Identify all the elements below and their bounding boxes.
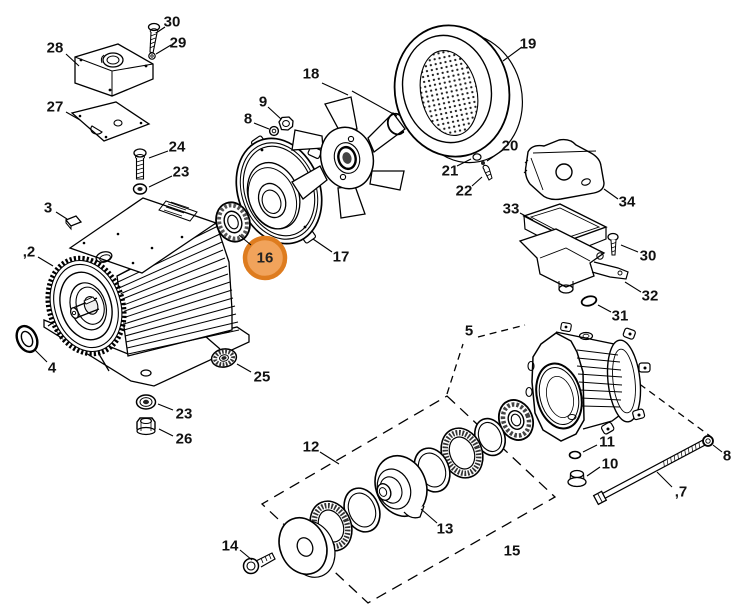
ball-bearing-row: [497, 399, 535, 441]
part-label-19: 19: [519, 35, 537, 53]
bracket-34: [523, 138, 605, 201]
key-3: [64, 215, 83, 231]
washer-8-left: [268, 125, 280, 137]
part-label-14: 14: [221, 537, 239, 555]
washer-29: [148, 52, 156, 60]
serrated-washer-25: [210, 348, 238, 368]
part-label-18: 18: [302, 65, 320, 83]
part-label-24: 24: [168, 138, 186, 156]
gasket-plate-27: [70, 101, 151, 142]
part-label-9: 9: [258, 93, 268, 111]
part-label-12: 12: [302, 438, 320, 456]
seal-ring-4: [15, 324, 39, 354]
part-label-17: 17: [332, 248, 350, 266]
part-label-8-left: 8: [243, 110, 253, 128]
part-label-34: 34: [618, 193, 636, 211]
part-label-10: 10: [601, 455, 619, 473]
washer-23-top: [132, 183, 148, 195]
washer-21: [472, 153, 482, 161]
roller-bearing-row-b: [440, 427, 484, 479]
switch-cover-28: [74, 43, 154, 97]
part-label-23-top: 23: [172, 163, 190, 181]
part-label-3: 3: [43, 199, 53, 217]
highlight-circle-16[interactable]: [242, 235, 288, 281]
fan-housing-19: [393, 24, 524, 164]
part-label-29: 29: [169, 34, 187, 52]
drain-plug-10: [567, 469, 587, 488]
o-ring-31: [580, 295, 598, 307]
part-label-28: 28: [46, 39, 64, 57]
part-label-2: ,2: [22, 243, 36, 261]
motor-assembly: [43, 197, 250, 387]
screw-14: [242, 552, 276, 575]
part-label-13: 13: [436, 520, 454, 538]
screw-30-right: [607, 232, 619, 256]
part-label-33: 33: [502, 200, 520, 218]
screw-30-top: [147, 22, 161, 54]
part-label-21: 21: [441, 162, 459, 180]
part-label-20: 20: [501, 137, 519, 155]
part-label-16-highlighted[interactable]: 16: [256, 249, 274, 267]
o-ring-11: [568, 450, 582, 460]
housing-lower-32: [518, 228, 629, 294]
fan-18: [291, 96, 406, 219]
washer-23-bottom: [135, 394, 157, 410]
part-label-25: 25: [253, 368, 271, 386]
part-label-8-right: 8: [722, 447, 732, 465]
pump-housing-5: [525, 321, 651, 442]
part-label-26: 26: [175, 430, 193, 448]
part-label-32: 32: [641, 287, 659, 305]
part-label-23-bottom: 23: [175, 405, 193, 423]
ball-bearing-16: [215, 201, 251, 243]
part-label-5: 5: [464, 322, 474, 340]
kit-group-outline-12-15: [260, 395, 557, 604]
part-label-15: 15: [503, 542, 521, 560]
part-label-27: 27: [46, 98, 64, 116]
part-label-11: 11: [599, 433, 615, 451]
part-label-22: 22: [455, 182, 473, 200]
leader-lines: [34, 26, 723, 561]
bolt-24: [133, 148, 147, 180]
nut-9: [278, 116, 294, 131]
thrust-washer-row: [278, 516, 336, 578]
nut-26: [136, 417, 156, 436]
wobble-plate-13: [374, 454, 428, 519]
o-ring-8-right: [702, 435, 714, 447]
lock-washer-20: [481, 161, 485, 165]
part-label-31: 31: [611, 307, 629, 325]
part-label-30-right: 30: [639, 247, 657, 265]
part-label-30-top: 30: [163, 13, 181, 31]
part-label-7: ,7: [674, 483, 688, 501]
assembly-link-lines: [446, 324, 711, 437]
screw-22: [482, 164, 493, 181]
part-label-4: 4: [47, 359, 57, 377]
